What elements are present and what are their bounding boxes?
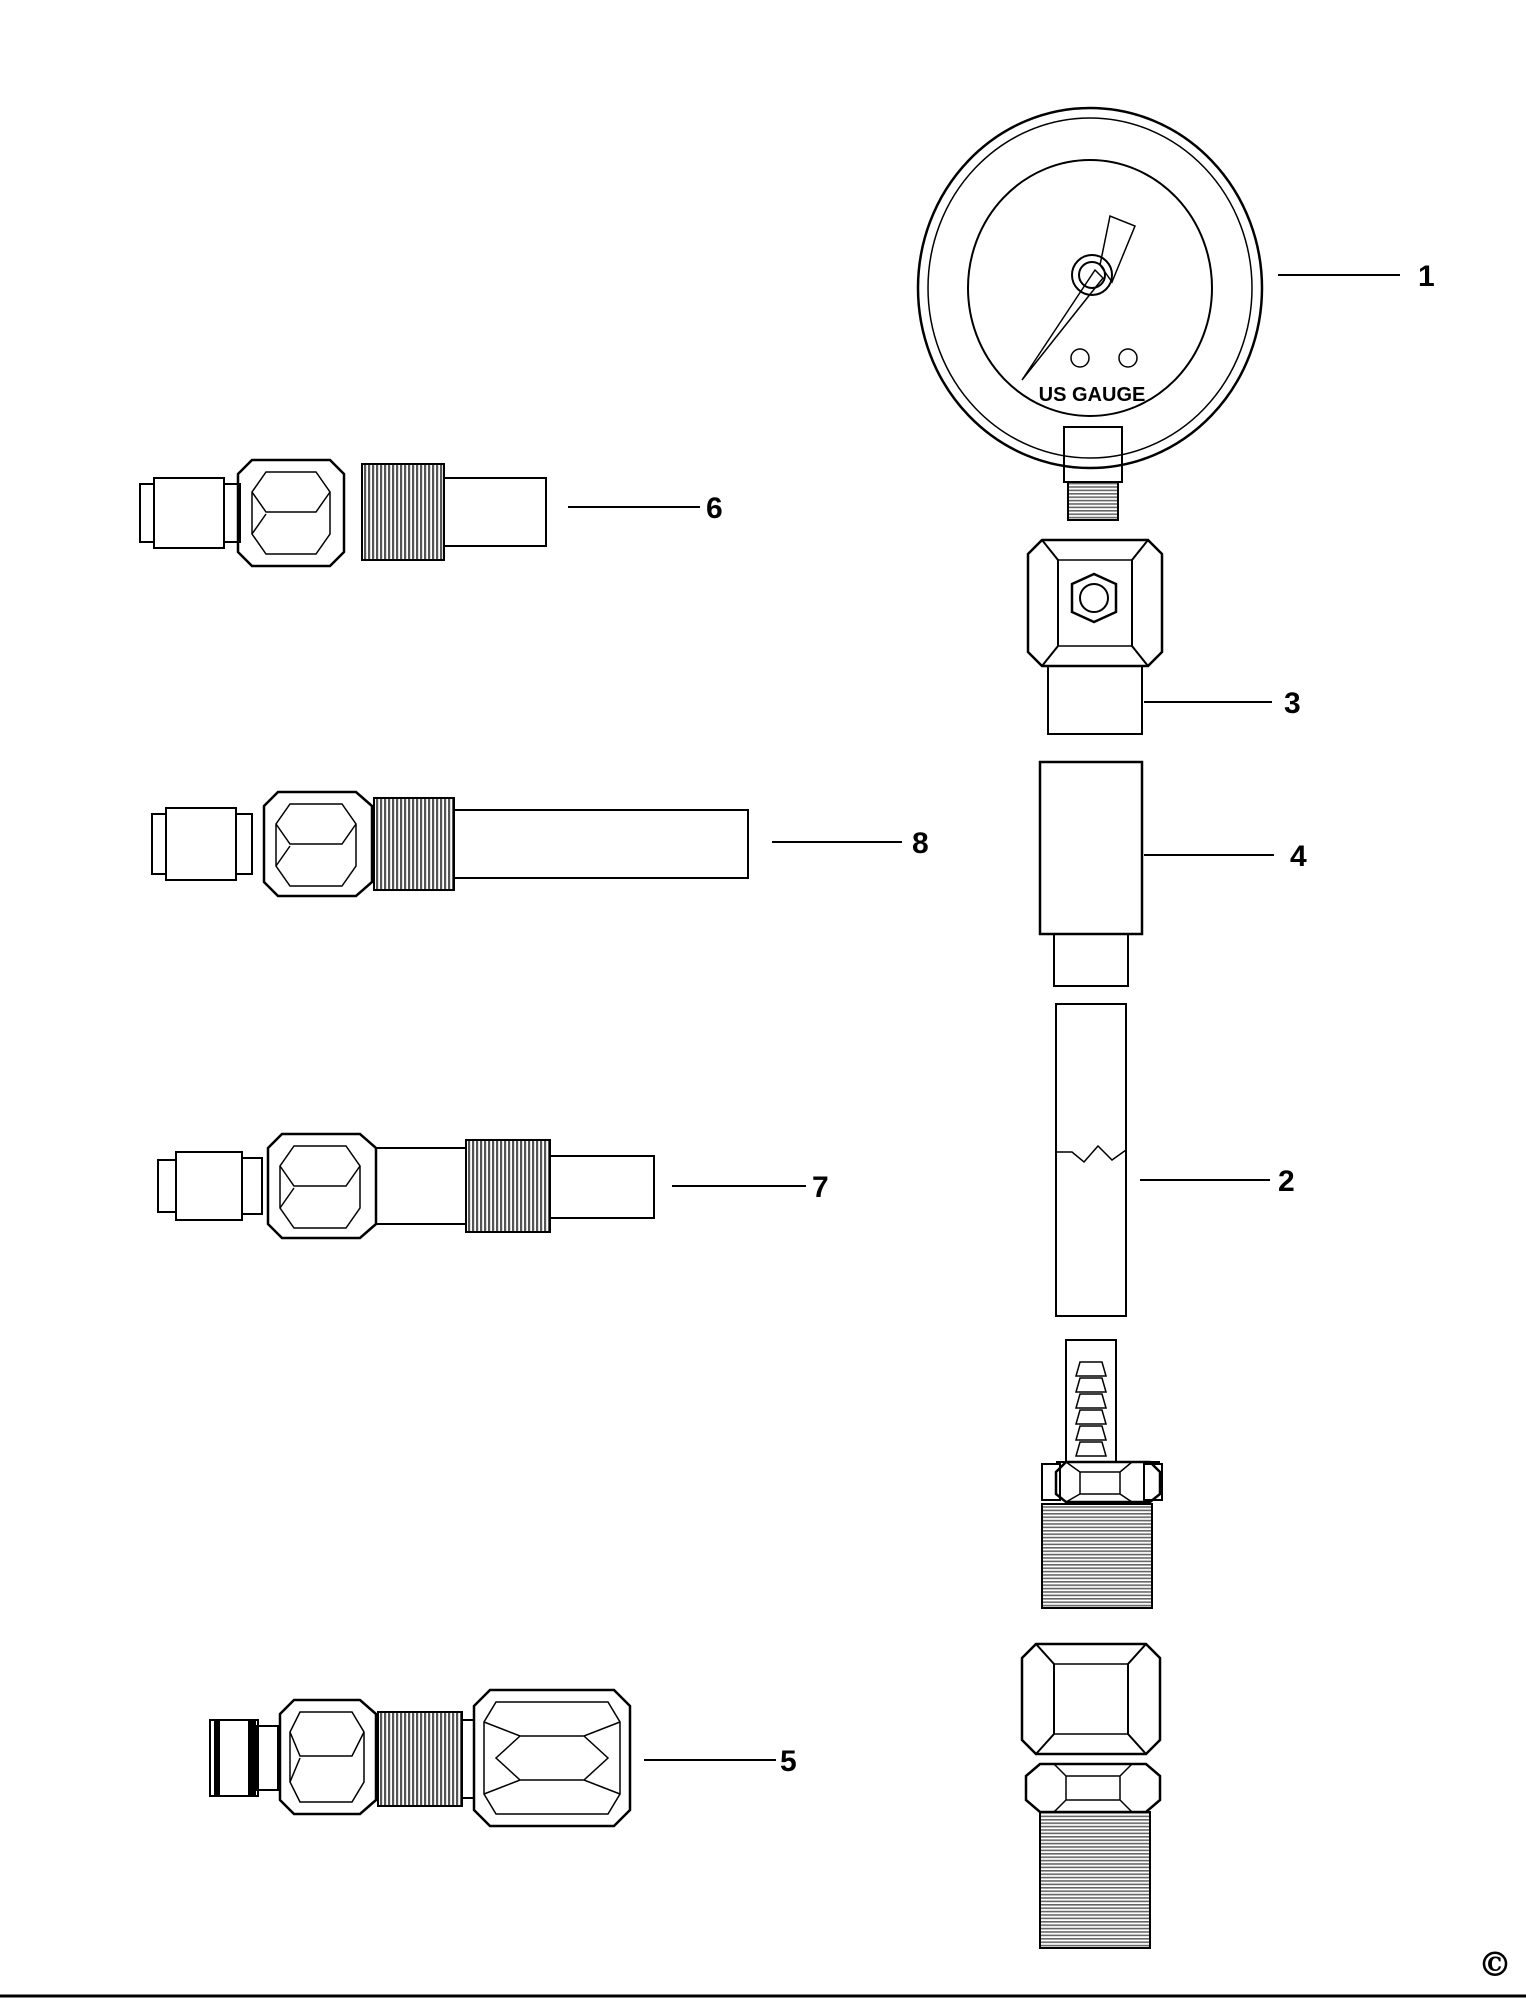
callout-number-3: 3 bbox=[1284, 687, 1301, 720]
callout-number-4: 4 bbox=[1290, 840, 1307, 873]
gauge-dot-right bbox=[1118, 348, 1138, 368]
copyright-symbol: © bbox=[1478, 1945, 1512, 1985]
coupler bbox=[1038, 760, 1144, 987]
hex-connector bbox=[1026, 538, 1164, 735]
callout-number-1: 1 bbox=[1418, 260, 1435, 293]
callout-number-5: 5 bbox=[780, 1745, 797, 1778]
callout-number-6: 6 bbox=[706, 492, 723, 525]
gauge-dot-left bbox=[1070, 348, 1090, 368]
chuck-long-tube bbox=[151, 790, 749, 898]
union-fitting bbox=[1020, 1642, 1162, 1949]
gauge-brand-text: US GAUGE bbox=[1039, 384, 1146, 406]
adapter-large-hex bbox=[209, 1688, 632, 1828]
hose bbox=[1055, 1003, 1127, 1317]
chuck-variant bbox=[157, 1132, 655, 1240]
chuck-short bbox=[139, 458, 547, 568]
callout-number-7: 7 bbox=[812, 1171, 829, 1204]
barbed-fitting bbox=[1041, 1339, 1163, 1609]
callout-number-2: 2 bbox=[1278, 1165, 1295, 1198]
gauge-needle bbox=[1021, 268, 1105, 381]
pressure-gauge: US GAUGE bbox=[916, 106, 1264, 521]
callout-number-8: 8 bbox=[912, 827, 929, 860]
